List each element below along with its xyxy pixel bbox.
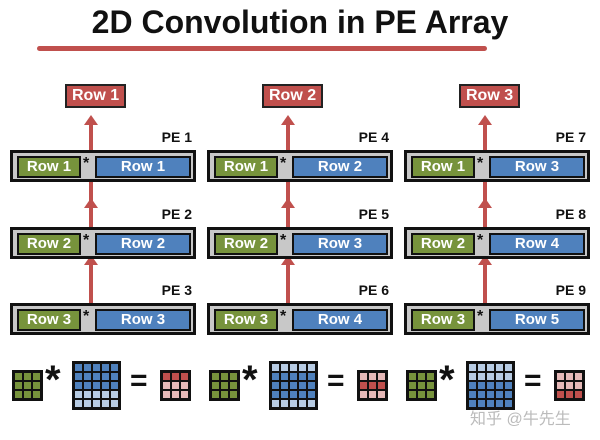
equals-symbol: =: [327, 364, 345, 397]
filter-row: Row 2: [214, 233, 278, 255]
output-row-label: Row 1: [65, 84, 127, 108]
filter-grid-icon: [406, 370, 437, 401]
output-grid-icon: [554, 370, 585, 401]
arrow-shaft: [89, 264, 93, 303]
equals-symbol: =: [524, 364, 542, 397]
filter-row: Row 3: [214, 309, 278, 331]
filter-grid-icon: [12, 370, 43, 401]
arrow-up-icon: [84, 198, 98, 208]
multiply-symbol: *: [280, 308, 287, 325]
pe-label: PE 4: [358, 129, 389, 145]
multiply-symbol: *: [83, 308, 90, 325]
pe-column-1: Row 1 PE 1 Row 1 * Row 1 PE 2 Row 2 * Row…: [10, 0, 200, 440]
pe-box: Row 1 * Row 1: [10, 150, 196, 182]
diagram-title: 2D Convolution in PE Array: [91, 4, 509, 40]
arrow-shaft: [483, 264, 487, 303]
pe-label: PE 8: [555, 206, 586, 222]
pe-box: Row 1 * Row 2: [207, 150, 393, 182]
pe-label: PE 2: [161, 206, 192, 222]
output-grid-icon: [160, 370, 191, 401]
pe-box: Row 3 * Row 3: [10, 303, 196, 335]
arrow-up-icon: [478, 255, 492, 265]
pe-box: Row 2 * Row 3: [207, 227, 393, 259]
ifmap-row: Row 4: [489, 233, 585, 255]
arrow-shaft: [89, 208, 93, 227]
convolution-symbol: *: [439, 358, 455, 402]
arrow-shaft: [483, 124, 487, 150]
pe-label: PE 9: [555, 282, 586, 298]
ifmap-row: Row 3: [95, 309, 191, 331]
ifmap-row: Row 5: [489, 309, 585, 331]
ifmap-row: Row 1: [95, 156, 191, 178]
ifmap-row: Row 3: [292, 233, 388, 255]
multiply-symbol: *: [477, 232, 484, 249]
arrow-up-icon: [281, 115, 295, 125]
multiply-symbol: *: [280, 155, 287, 172]
output-row-label: Row 3: [459, 84, 521, 108]
filter-row: Row 3: [411, 309, 475, 331]
arrow-shaft: [483, 182, 487, 202]
pe-box: Row 2 * Row 2: [10, 227, 196, 259]
ifmap-row: Row 2: [292, 156, 388, 178]
filter-row: Row 2: [17, 233, 81, 255]
pe-column-2: Row 2 PE 4 Row 1 * Row 2 PE 5 Row 2 * Row…: [207, 0, 397, 440]
equals-symbol: =: [130, 364, 148, 397]
filter-row: Row 1: [17, 156, 81, 178]
arrow-shaft: [483, 208, 487, 227]
ifmap-grid-icon: [466, 361, 515, 410]
output-grid-icon: [357, 370, 388, 401]
pe-label: PE 6: [358, 282, 389, 298]
pe-box: Row 3 * Row 5: [404, 303, 590, 335]
ifmap-row: Row 3: [489, 156, 585, 178]
pe-label: PE 5: [358, 206, 389, 222]
pe-box: Row 1 * Row 3: [404, 150, 590, 182]
filter-row: Row 3: [17, 309, 81, 331]
pe-box: Row 3 * Row 4: [207, 303, 393, 335]
multiply-symbol: *: [477, 155, 484, 172]
filter-row: Row 1: [411, 156, 475, 178]
filter-grid-icon: [209, 370, 240, 401]
multiply-symbol: *: [280, 232, 287, 249]
output-row-label: Row 2: [262, 84, 324, 108]
filter-row: Row 1: [214, 156, 278, 178]
arrow-up-icon: [84, 255, 98, 265]
arrow-shaft: [286, 124, 290, 150]
arrow-up-icon: [281, 255, 295, 265]
pe-label: PE 3: [161, 282, 192, 298]
multiply-symbol: *: [477, 308, 484, 325]
arrow-shaft: [286, 208, 290, 227]
arrow-shaft: [286, 264, 290, 303]
pe-column-3: Row 3 PE 7 Row 1 * Row 3 PE 8 Row 2 * Row…: [404, 0, 594, 440]
pe-box: Row 2 * Row 4: [404, 227, 590, 259]
filter-row: Row 2: [411, 233, 475, 255]
arrow-shaft: [89, 182, 93, 202]
pe-label: PE 7: [555, 129, 586, 145]
multiply-symbol: *: [83, 155, 90, 172]
arrow-shaft: [286, 182, 290, 202]
multiply-symbol: *: [83, 232, 90, 249]
arrow-up-icon: [281, 198, 295, 208]
arrow-up-icon: [478, 115, 492, 125]
ifmap-grid-icon: [269, 361, 318, 410]
watermark: 知乎 @牛先生: [470, 411, 571, 428]
arrow-shaft: [89, 124, 93, 150]
title-underline: [37, 46, 487, 51]
convolution-symbol: *: [45, 358, 61, 402]
ifmap-row: Row 4: [292, 309, 388, 331]
arrow-up-icon: [84, 115, 98, 125]
arrow-up-icon: [478, 198, 492, 208]
pe-label: PE 1: [161, 129, 192, 145]
convolution-symbol: *: [242, 358, 258, 402]
ifmap-grid-icon: [72, 361, 121, 410]
ifmap-row: Row 2: [95, 233, 191, 255]
